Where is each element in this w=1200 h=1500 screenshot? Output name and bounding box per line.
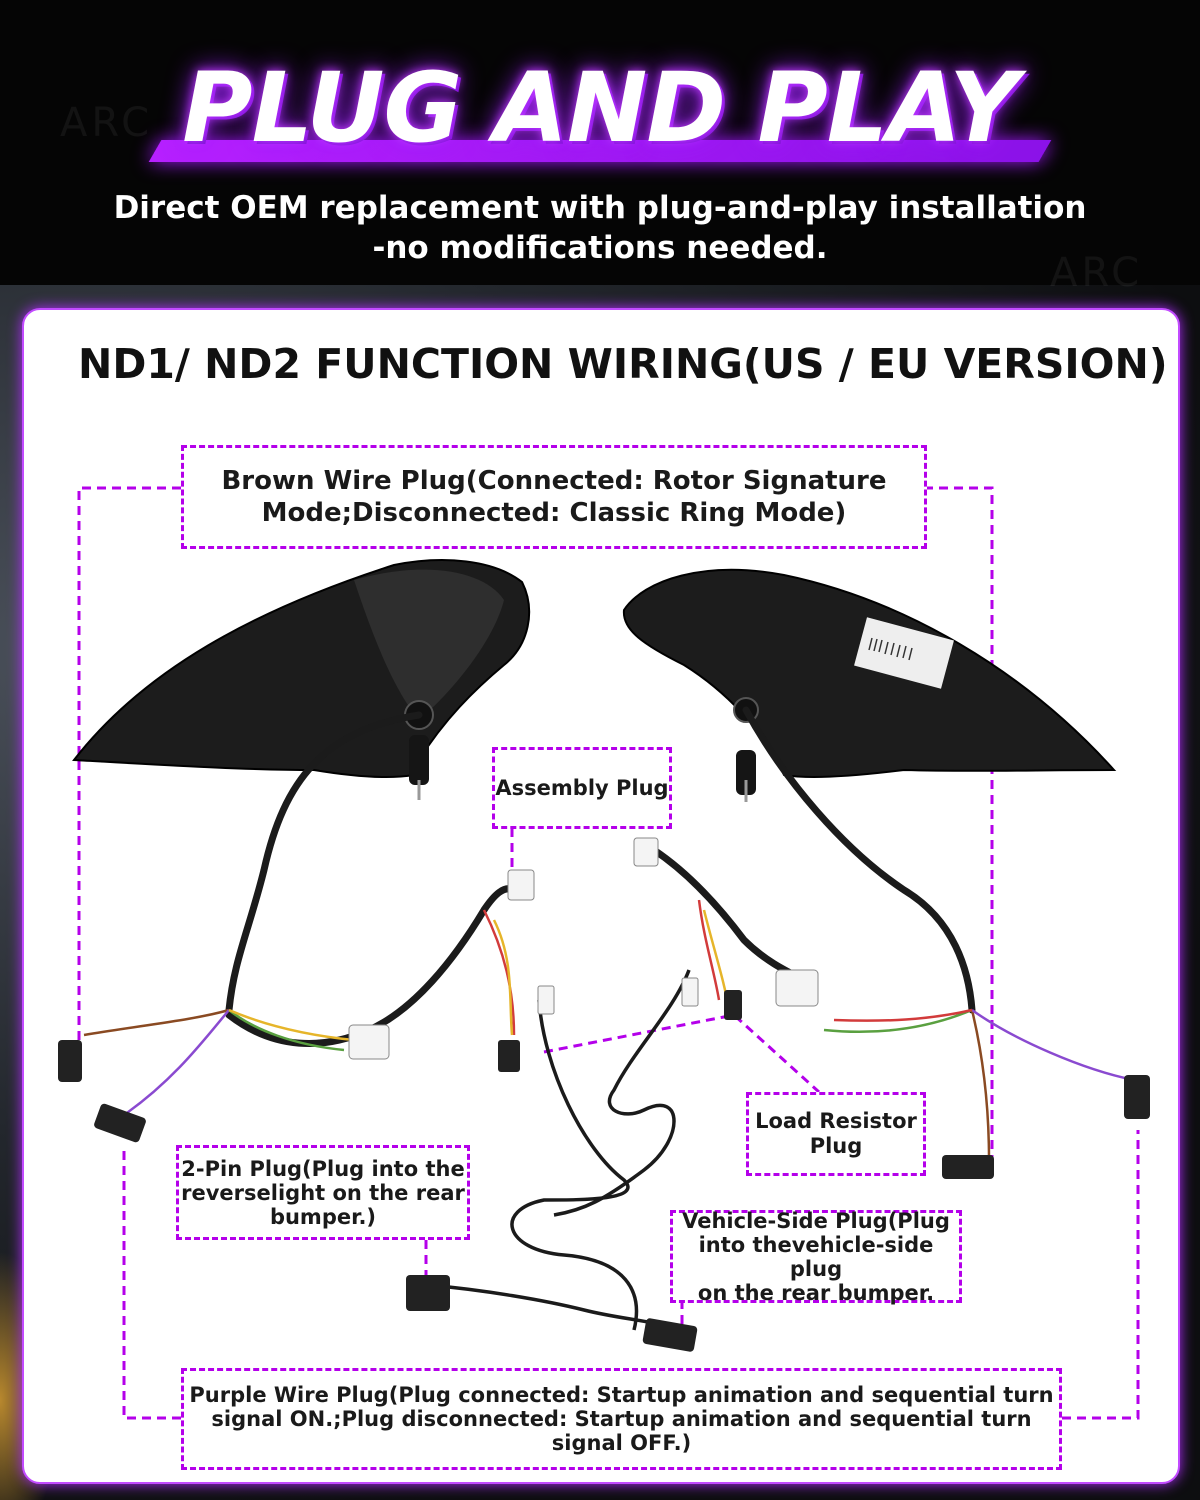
harness-cables bbox=[225, 706, 976, 1047]
brown-wire-text-2: Mode;Disconnected: Classic Ring Mode) bbox=[261, 498, 847, 528]
panel-title: ND1/ ND2 FUNCTION WIRING(US / EU VERSION… bbox=[78, 340, 1168, 388]
leader-purple-right bbox=[1062, 1130, 1140, 1420]
wiring-panel: ND1/ ND2 FUNCTION WIRING(US / EU VERSION… bbox=[22, 308, 1180, 1484]
watermark-left: ARC bbox=[60, 100, 154, 146]
load-resistor-callout: Load Resistor Plug bbox=[746, 1092, 926, 1176]
load-resistor-text-1: Load Resistor bbox=[755, 1109, 917, 1133]
barcode-label-icon bbox=[868, 637, 913, 661]
brown-wire-callout: Brown Wire Plug(Connected: Rotor Signatu… bbox=[181, 445, 927, 549]
leader-purple-left bbox=[122, 1145, 181, 1420]
brown-wire-text-1: Brown Wire Plug(Connected: Rotor Signatu… bbox=[221, 466, 887, 496]
page-subtitle: Direct OEM replacement with plug-and-pla… bbox=[0, 188, 1200, 268]
two-pin-plug-callout: 2-Pin Plug(Plug into the reverselight on… bbox=[176, 1145, 470, 1240]
two-pin-text-2: reverselight on the rear bbox=[181, 1180, 465, 1205]
wiring-diagram bbox=[58, 486, 1150, 1420]
purple-wire-callout: Purple Wire Plug(Plug connected: Startup… bbox=[181, 1368, 1062, 1470]
leader-lines bbox=[77, 486, 1140, 1420]
leader-load-resistor bbox=[543, 1013, 821, 1094]
subtitle-line-1: Direct OEM replacement with plug-and-pla… bbox=[113, 190, 1087, 226]
vehicle-side-text-1: Vehicle-Side Plug(Plug bbox=[682, 1208, 950, 1233]
page-title: PLUG AND PLAY bbox=[182, 52, 1019, 164]
load-resistor-text-2: Plug bbox=[809, 1134, 863, 1158]
assembly-plug-callout: Assembly Plug bbox=[492, 747, 672, 829]
assembly-plug-text: Assembly Plug bbox=[495, 776, 669, 800]
thin-wires bbox=[83, 899, 1135, 1161]
leader-brown-left bbox=[77, 486, 181, 1040]
vehicle-side-plug-callout: Vehicle-Side Plug(Plug into thevehicle-s… bbox=[670, 1208, 962, 1305]
vehicle-side-text-3: on the rear bumper. bbox=[697, 1280, 935, 1305]
connector-icons bbox=[58, 837, 1150, 1352]
leader-brown-right bbox=[924, 486, 994, 1160]
right-tail-light-icon bbox=[622, 568, 1117, 802]
left-tail-light-icon bbox=[72, 559, 531, 800]
purple-wire-text-1: Purple Wire Plug(Plug connected: Startup… bbox=[189, 1383, 1054, 1407]
purple-wire-text-3: signal OFF.) bbox=[551, 1431, 692, 1455]
subtitle-line-2: -no modifications needed. bbox=[372, 230, 828, 266]
two-pin-text-3: bumper.) bbox=[269, 1204, 377, 1229]
two-pin-text-1: 2-Pin Plug(Plug into the bbox=[181, 1156, 465, 1181]
purple-wire-text-2: signal ON.;Plug disconnected: Startup an… bbox=[211, 1407, 1032, 1431]
vehicle-side-text-2: into thevehicle-side plug bbox=[698, 1232, 934, 1281]
watermark-right: ARC bbox=[1050, 250, 1144, 296]
